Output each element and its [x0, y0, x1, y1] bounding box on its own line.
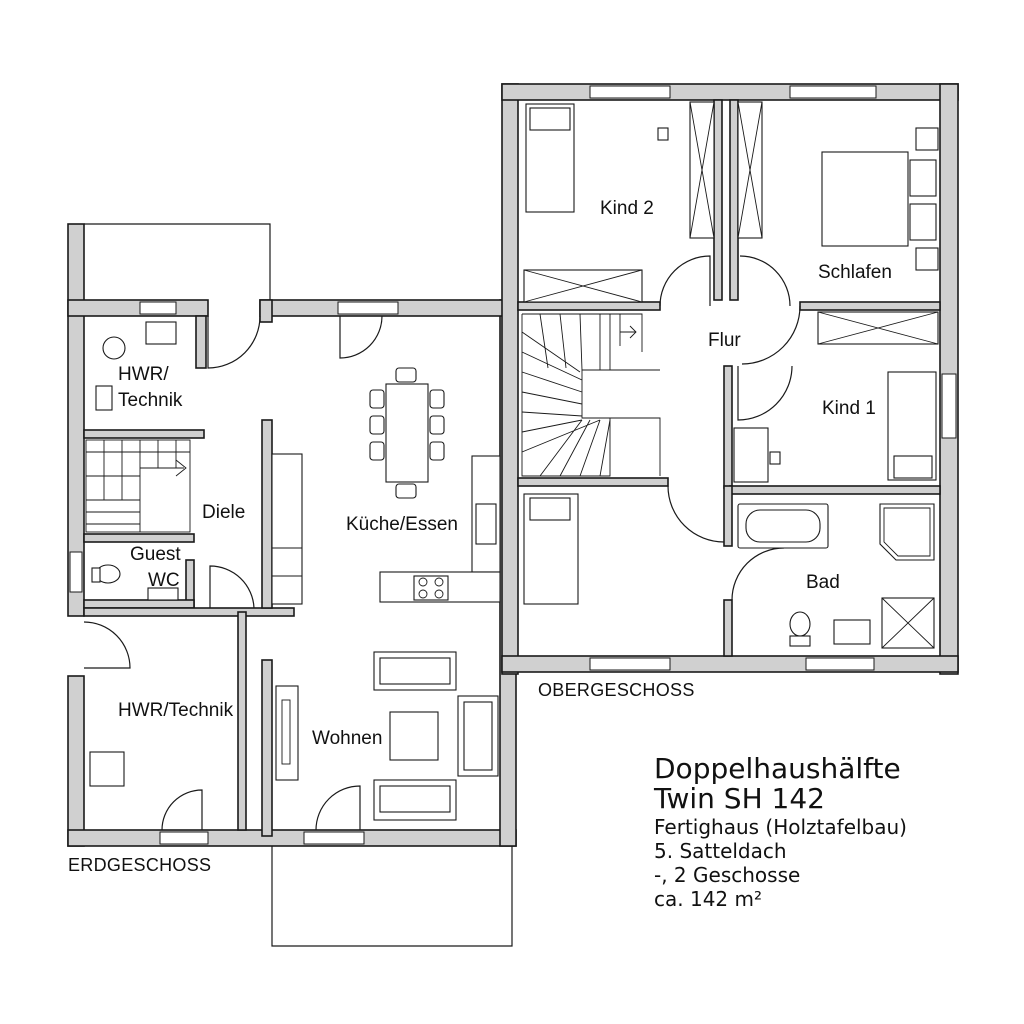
- info-area: ca. 142 m²: [654, 887, 762, 911]
- room-label-hwr-small-2: Technik: [118, 390, 183, 411]
- terrace-outline: [271, 838, 513, 947]
- chair: [657, 127, 669, 141]
- room-label-hwr-small: HWR/: [118, 364, 169, 385]
- canopy-outline: [84, 223, 271, 300]
- room-label-diele: Diele: [202, 502, 245, 523]
- room-labels: HWR/ Technik Diele Guest WC Küche/Essen …: [118, 198, 892, 749]
- room-label-kueche: Küche/Essen: [346, 514, 458, 535]
- og-wall-kind2-right: [713, 99, 723, 301]
- og-wall-bad-left: [723, 599, 733, 657]
- room-label-guest: Guest: [130, 544, 181, 565]
- chair: [769, 451, 781, 465]
- stairs-ground: [85, 439, 191, 533]
- water-heater: [102, 336, 126, 360]
- door-swing: [741, 305, 801, 365]
- dining-table: [369, 367, 445, 499]
- eg-wall-hwr-right: [195, 315, 207, 369]
- door-swing: [207, 315, 261, 369]
- tv-cabinet: [275, 685, 299, 781]
- window: [789, 85, 877, 99]
- og-wall-stair-bottom: [517, 477, 669, 487]
- og-wall-kind1-bottom: [729, 485, 941, 495]
- window: [69, 551, 83, 593]
- desk: [733, 427, 769, 483]
- eg-wall-wc-bottom: [83, 599, 195, 609]
- closets: [523, 101, 939, 345]
- eg-wall-hwr-east: [237, 611, 247, 831]
- floor-label-upper: OBERGESCHOSS: [538, 680, 695, 700]
- ground-floor: [67, 223, 517, 947]
- og-wall-schlafen-left: [729, 99, 739, 301]
- window: [159, 831, 209, 845]
- sink: [145, 321, 177, 345]
- door-swing: [209, 565, 255, 609]
- door-swing: [731, 547, 785, 601]
- toilet-tank: [91, 567, 101, 583]
- eg-wall-west-upper: [67, 223, 85, 617]
- og-wall-bad-left-upper: [723, 485, 733, 547]
- og-wall-schlafen-bottom: [799, 301, 941, 311]
- door-swing: [315, 785, 361, 831]
- window: [139, 301, 177, 315]
- door-swing: [83, 621, 131, 669]
- info-storeys: -, 2 Geschosse: [654, 863, 800, 887]
- window: [589, 657, 671, 671]
- room-label-schlafen: Schlafen: [818, 262, 892, 283]
- og-wall-kind2-bottom: [517, 301, 661, 311]
- eg-wall-hall-bottom: [83, 607, 295, 617]
- room-label-kind1: Kind 1: [822, 398, 876, 419]
- og-wall-kind1-left: [723, 365, 733, 489]
- room-label-kind2: Kind 2: [600, 198, 654, 219]
- cooktop: [413, 575, 449, 601]
- window: [337, 301, 399, 315]
- wardrobe: [271, 453, 303, 605]
- door-swing: [339, 315, 383, 359]
- stairs-upper: [521, 313, 661, 477]
- double-bed: [821, 127, 939, 271]
- eg-wall-hwr-bottom: [83, 429, 205, 439]
- utility-unit: [95, 385, 113, 411]
- wc-basin: [147, 587, 179, 601]
- window: [941, 373, 957, 439]
- door-swing: [737, 365, 793, 421]
- floor-label-ground: ERDGESCHOSS: [68, 855, 211, 875]
- info-title-line2: Twin SH 142: [653, 782, 825, 815]
- upper-floor: [501, 83, 959, 675]
- floor-labels: ERDGESCHOSS OBERGESCHOSS: [68, 680, 695, 875]
- eg-wall-wohnen-west: [261, 659, 273, 837]
- bathroom-fixtures: [737, 503, 935, 649]
- eg-wall-stub: [259, 299, 273, 323]
- eg-wall-wc-top: [83, 533, 195, 543]
- window: [805, 657, 875, 671]
- washing-machine: [89, 751, 125, 787]
- og-wall-west: [501, 83, 519, 675]
- eg-wall-diele-kitchen: [261, 419, 273, 609]
- door-swing: [667, 485, 725, 543]
- info-block: Doppelhaushälfte Twin SH 142 Fertighaus …: [653, 752, 907, 911]
- door-swing: [739, 255, 791, 307]
- door-swing: [659, 255, 711, 307]
- living-furniture: [275, 651, 499, 821]
- door-swing: [161, 789, 203, 831]
- og-wall-north: [501, 83, 959, 101]
- info-roof: 5. Satteldach: [654, 839, 787, 863]
- room-label-flur: Flur: [708, 330, 741, 351]
- kitchen-counter: [379, 455, 501, 603]
- room-label-wc: WC: [148, 570, 180, 591]
- info-construction: Fertighaus (Holztafelbau): [654, 815, 907, 839]
- info-title-line1: Doppelhaushälfte: [654, 752, 901, 785]
- room-label-bad: Bad: [806, 572, 840, 593]
- eg-wall-south: [67, 829, 517, 847]
- room-label-wohnen: Wohnen: [312, 728, 382, 749]
- og-wall-south: [501, 655, 959, 673]
- room-label-hwr-large: HWR/Technik: [118, 700, 234, 721]
- eg-wall-west-lower: [67, 675, 85, 847]
- window: [303, 831, 365, 845]
- window: [589, 85, 671, 99]
- eg-wall-north-hwr: [67, 299, 209, 317]
